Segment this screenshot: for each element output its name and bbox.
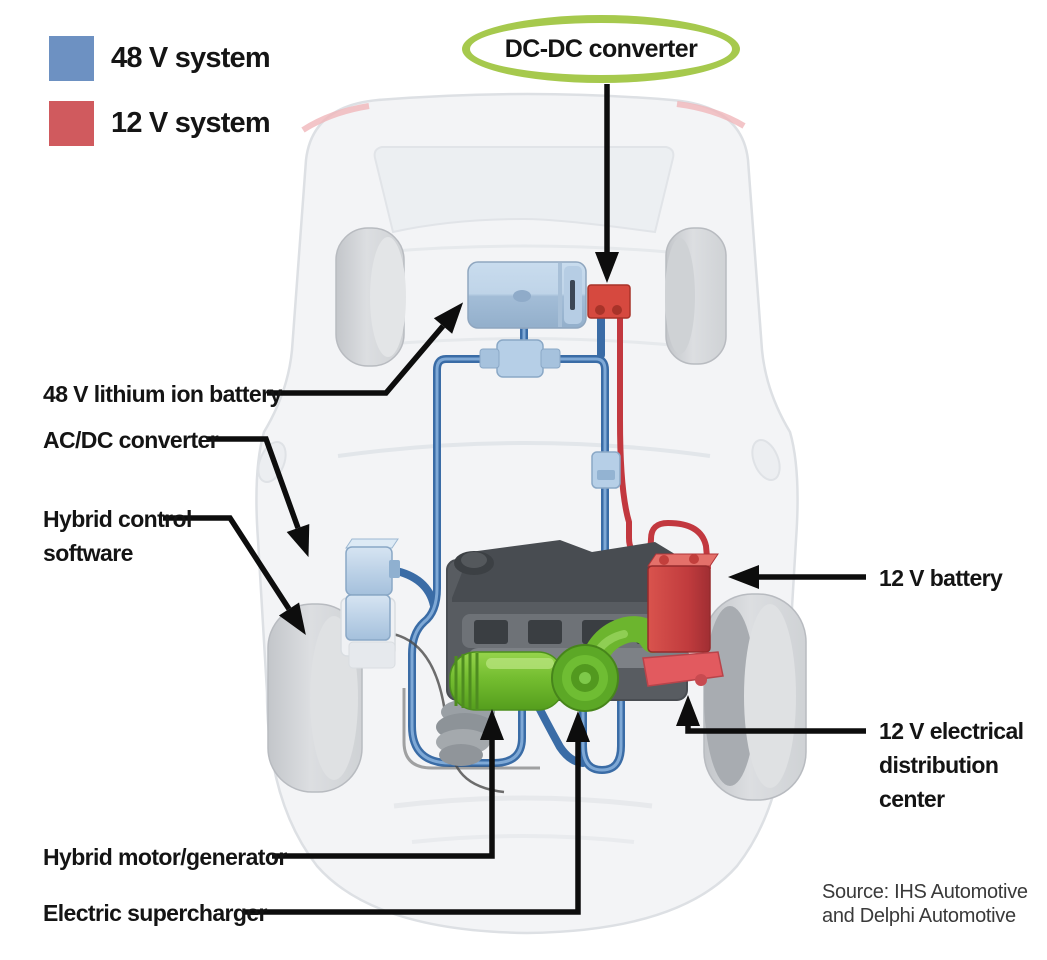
arrow-distribution-center xyxy=(676,695,866,734)
hybrid-control-unit xyxy=(340,594,396,669)
car-body xyxy=(255,92,799,935)
inline-connector xyxy=(591,451,621,489)
arrow-hybrid-control xyxy=(163,515,306,636)
wiring-junction xyxy=(479,339,561,378)
wheel-front-right xyxy=(703,593,807,801)
wheel-front-left xyxy=(267,603,363,793)
wheel-rear-right xyxy=(665,227,727,365)
acdc-converter-unit xyxy=(345,538,400,596)
annotation-arrows xyxy=(163,84,866,915)
battery-12v xyxy=(647,553,719,653)
tail-light-right xyxy=(676,101,746,129)
arrow-motor-generator xyxy=(272,709,504,859)
distribution-center-12v xyxy=(642,651,724,687)
arrow-supercharger xyxy=(243,711,590,915)
wheel-rear-left xyxy=(335,227,406,367)
subframe-outline xyxy=(402,688,540,770)
arrow-acdc-converter xyxy=(207,436,310,558)
side-mirror-right xyxy=(751,439,781,481)
battery-48v xyxy=(467,261,587,329)
dcdc-converter-module xyxy=(587,284,631,319)
arrow-battery-48v xyxy=(267,302,464,396)
tail-light-left xyxy=(301,103,370,133)
